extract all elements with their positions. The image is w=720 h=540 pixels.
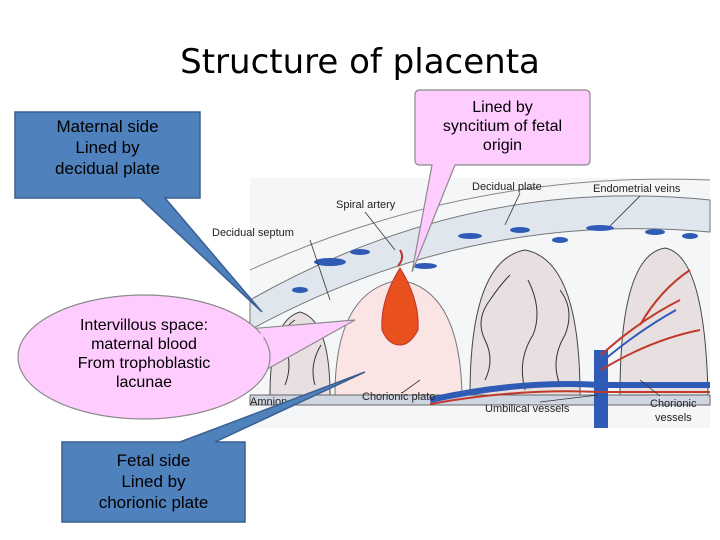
syncitium-line-1: Lined by bbox=[472, 99, 533, 116]
spiral-artery bbox=[397, 249, 404, 267]
fetal-side-callout-shape bbox=[61, 371, 366, 523]
label-chorionic-vessels-line-2: vessels bbox=[655, 412, 692, 424]
spiral-artery-jet bbox=[381, 267, 419, 346]
decidual-plate-edge bbox=[249, 178, 711, 271]
label-decidual-plate: Decidual plate bbox=[472, 181, 542, 193]
intervillous-line-2: maternal blood bbox=[91, 336, 197, 353]
syncitium-callout-shape bbox=[411, 89, 591, 273]
maternal-side-line-1: Maternal side bbox=[56, 117, 159, 136]
slide-title: Structure of placenta bbox=[180, 42, 540, 82]
label-spiral-artery: Spiral artery bbox=[336, 199, 396, 211]
endometrial-veins bbox=[292, 225, 698, 293]
intervillous-callout-shape bbox=[17, 294, 271, 420]
umbilical-vessels bbox=[429, 269, 710, 428]
syncitium-line-3: origin bbox=[482, 137, 523, 154]
label-umbilical-vessels: Umbilical vessels bbox=[485, 403, 570, 415]
villous-trees bbox=[269, 247, 709, 396]
label-endometrial-veins: Endometrial veins bbox=[593, 183, 681, 195]
intervillous-line-4: lacunae bbox=[115, 374, 173, 391]
fetal-side-line-3: chorionic plate bbox=[98, 493, 209, 512]
label-decidual-septum: Decidual septum bbox=[212, 227, 294, 239]
intervillous-line-3: From trophoblastic bbox=[77, 355, 211, 372]
label-chorionic-vessels-line-1: Chorionic bbox=[650, 398, 697, 410]
fetal-side-line-1: Fetal side bbox=[116, 451, 191, 470]
maternal-side-callout-shape bbox=[14, 111, 263, 313]
intervillous-callout: Intervillous space: maternal blood From … bbox=[36, 316, 252, 392]
syncitium-callout: Lined by syncitium of fetal origin bbox=[415, 98, 590, 155]
fetal-side-callout: Fetal side Lined by chorionic plate bbox=[62, 450, 245, 513]
intervillous-line-1: Intervillous space: bbox=[79, 317, 209, 334]
label-leader-lines bbox=[309, 192, 661, 403]
syncitium-line-2: syncitium of fetal bbox=[442, 118, 563, 135]
maternal-side-line-2: Lined by bbox=[75, 138, 140, 157]
maternal-side-line-3: decidual plate bbox=[55, 159, 160, 178]
label-chorionic-plate: Chorionic plate bbox=[362, 391, 435, 403]
fetal-side-line-2: Lined by bbox=[121, 472, 186, 491]
maternal-side-callout: Maternal side Lined by decidual plate bbox=[15, 116, 200, 179]
